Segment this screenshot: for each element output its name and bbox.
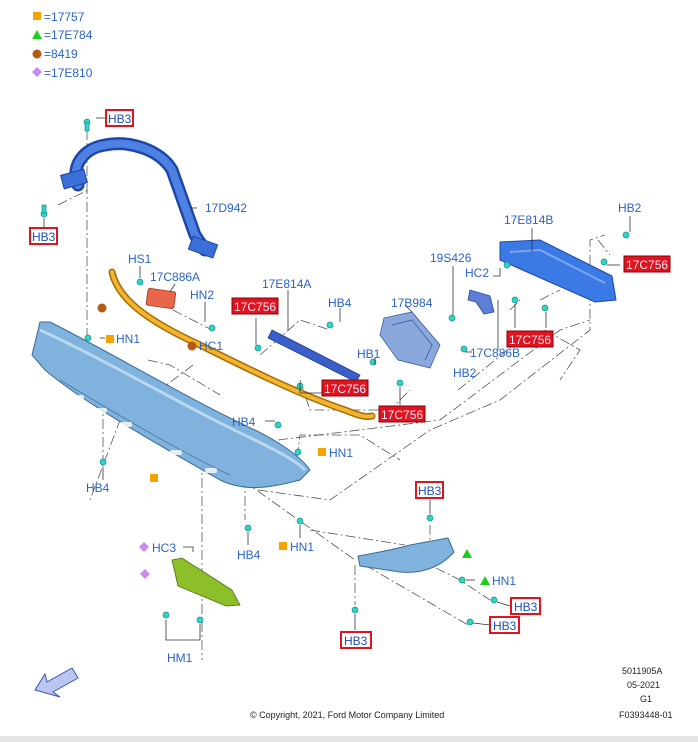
label-hb3-bottom: HB3: [344, 634, 368, 648]
label-hn1-mid: HN1: [329, 446, 353, 460]
label-hc1: HC1: [199, 339, 223, 353]
legend-circle-icon: [32, 49, 42, 59]
tube-bracket-17d942: [59, 137, 219, 259]
label-hb4-c: HB4: [237, 548, 261, 562]
lower-deflector: [357, 537, 455, 573]
label-17c886a: 17C886A: [150, 270, 200, 284]
legend-square-icon: [33, 12, 41, 20]
label-17c756-e: 17C756: [626, 258, 668, 272]
reinforcement-17e814b: [499, 239, 617, 303]
legend-item-circle: =8419: [44, 47, 78, 61]
label-hb2-right: HB2: [618, 201, 642, 215]
bumper-beam: [31, 321, 311, 488]
part-labels: 17D942 HS1 17C886A HN2 HC1 HN1 17E814A H…: [86, 201, 642, 665]
ref-symbols: [97, 303, 490, 585]
trim-strip: [108, 268, 376, 420]
label-hn2: HN2: [190, 288, 214, 302]
label-hn1-left: HN1: [116, 332, 140, 346]
label-19s426: 19S426: [430, 251, 472, 265]
highlighted-labels: 17C756 17C756 17C756 17C756 17C756: [231, 255, 671, 423]
label-hb3-left: HB3: [32, 230, 56, 244]
fasteners: [40, 118, 630, 626]
label-17c756-d: 17C756: [509, 333, 551, 347]
label-hm1: HM1: [167, 651, 193, 665]
drawing-number: F0393448-01: [619, 710, 673, 720]
legend-item-diamond: =17E810: [44, 66, 93, 80]
label-17e814b: 17E814B: [504, 213, 553, 227]
drawing-code: 5011905A: [622, 666, 662, 676]
label-17e814a: 17E814A: [262, 277, 311, 291]
footer: © Copyright, 2021, Ford Motor Company Li…: [250, 666, 673, 720]
drawing-group: G1: [640, 694, 652, 704]
circle-marker-icon: [97, 303, 107, 313]
legend-item-square: =17757: [44, 10, 85, 24]
label-hb3-right-2: HB3: [493, 619, 517, 633]
label-17c756-b: 17C756: [324, 382, 366, 396]
label-hn1-right: HN1: [492, 574, 516, 588]
bracket-17b984: [379, 311, 441, 369]
copyright-text: © Copyright, 2021, Ford Motor Company Li…: [250, 710, 444, 720]
label-hc3: HC3: [152, 541, 176, 555]
legend-item-triangle: =17E784: [44, 28, 93, 42]
label-hb2-mid: HB2: [453, 366, 477, 380]
drawing-date: 05-2021: [627, 680, 660, 690]
legend-diamond-icon: [32, 67, 42, 77]
circle-marker-icon: [187, 341, 197, 351]
label-hb4-a: HB4: [328, 296, 352, 310]
legend-triangle-icon: [32, 30, 42, 39]
reinforcement-17e814a: [267, 329, 361, 383]
label-hb1: HB1: [357, 347, 381, 361]
square-marker-icon: [318, 448, 326, 456]
triangle-marker-icon: [462, 549, 472, 558]
triangle-marker-icon: [480, 576, 490, 585]
legend: =17757 =17E784 =8419 =17E810: [32, 10, 93, 80]
label-hb3-right-1: HB3: [514, 600, 538, 614]
bracket-17c886a: [145, 287, 177, 310]
square-marker-icon: [150, 474, 158, 482]
bracket-19s426: [467, 289, 495, 315]
square-marker-icon: [279, 542, 287, 550]
square-marker-icon: [106, 335, 114, 343]
label-17c886b: 17C886B: [470, 346, 520, 360]
label-17c756-c: 17C756: [381, 408, 423, 422]
label-17b984: 17B984: [391, 296, 433, 310]
label-hb4-b: HB4: [232, 415, 256, 429]
label-hn1-low: HN1: [290, 540, 314, 554]
label-17d942: 17D942: [205, 201, 247, 215]
bracket-green: [171, 557, 241, 607]
boxed-labels: HB3 HB3 HB3 HB3 HB3 HB3: [29, 109, 541, 649]
diamond-marker-icon: [139, 542, 149, 552]
label-hs1: HS1: [128, 252, 152, 266]
assembly-lines: [57, 130, 611, 660]
label-hc2: HC2: [465, 266, 489, 280]
label-hb4-left: HB4: [86, 481, 110, 495]
diamond-marker-icon: [140, 569, 150, 579]
bottom-bar: [0, 736, 698, 742]
label-17c756-a: 17C756: [234, 300, 276, 314]
label-hb3-top: HB3: [108, 112, 132, 126]
front-direction-arrow-icon: [34, 667, 79, 698]
label-hb3-mid: HB3: [418, 484, 442, 498]
leader-lines: [43, 117, 631, 641]
